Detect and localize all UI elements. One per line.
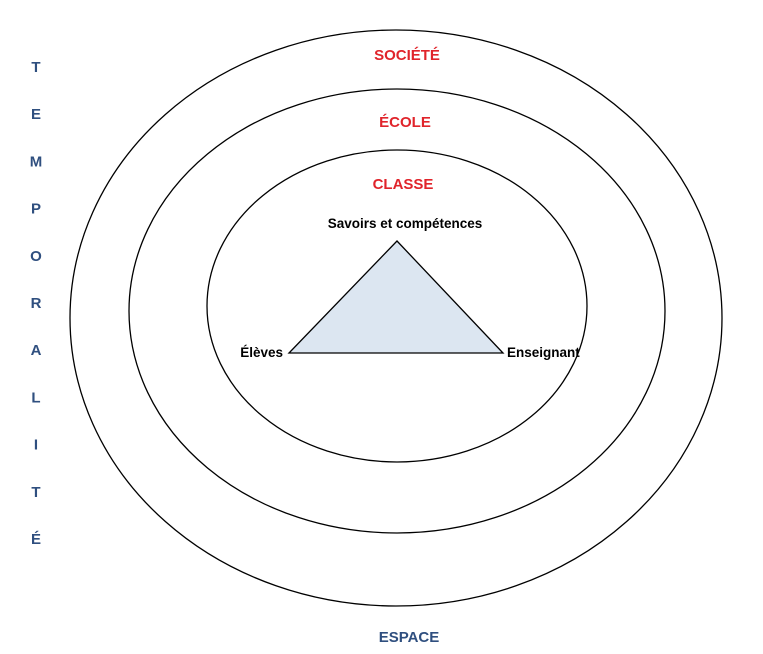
temporality-letter: T — [31, 484, 40, 501]
temporality-letter: M — [30, 153, 43, 170]
temporality-letter: O — [30, 248, 42, 265]
school-ellipse — [128, 88, 666, 534]
temporality-letter: É — [31, 531, 41, 548]
students-label: Élèves — [240, 345, 283, 360]
temporality-axis: T E M P O R A L I T É — [30, 59, 43, 548]
society-label: SOCIÉTÉ — [374, 47, 440, 64]
temporality-letter: R — [31, 295, 42, 312]
school-label: ÉCOLE — [379, 114, 431, 131]
knowledge-label: Savoirs et compétences — [328, 216, 483, 231]
class-ellipse — [206, 149, 588, 463]
teacher-label: Enseignant — [507, 345, 580, 360]
didactic-triangle — [287, 240, 505, 354]
society-ellipse — [69, 29, 723, 607]
space-axis-label: ESPACE — [379, 629, 440, 646]
temporality-letter: I — [34, 437, 38, 454]
class-label: CLASSE — [373, 176, 434, 193]
temporality-letter: A — [31, 342, 42, 359]
temporality-letter: L — [31, 389, 40, 406]
temporality-letter: T — [31, 59, 40, 76]
temporality-letter: E — [31, 106, 41, 123]
temporality-letter: P — [31, 201, 41, 218]
